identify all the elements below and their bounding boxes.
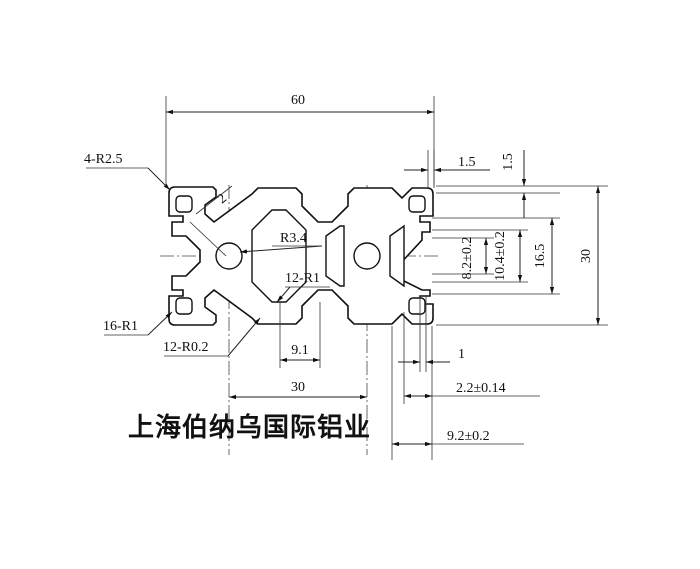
- label-wall-top-vertical: 1.5: [501, 153, 516, 171]
- label-wall-top: 1.5: [458, 155, 476, 170]
- label-outer-radius: 16-R1: [103, 319, 138, 334]
- label-pitch: 30: [291, 380, 305, 395]
- company-name: 上海伯纳乌国际铝业: [128, 413, 372, 443]
- dim-wall-top-vertical: 1.5: [436, 150, 608, 218]
- label-corner-radius: 4-R2.5: [84, 152, 123, 167]
- label-hole-radius: R3.4: [280, 231, 307, 246]
- label-overall-height: 30: [579, 249, 594, 263]
- label-slot-inner: 10.4±0.2: [493, 231, 508, 281]
- label-inner-radius: 12-R1: [285, 271, 320, 286]
- aluminium-profile: [168, 186, 434, 326]
- dim-corner-radius: 4-R2.5: [84, 152, 171, 191]
- label-wall-thickness: 2.2±0.14: [456, 381, 506, 396]
- dim-overall-height: 30: [436, 186, 608, 326]
- dim-overall-width: 60: [165, 93, 435, 186]
- label-slot-lip-depth: 9.2±0.2: [447, 429, 490, 444]
- label-slot-width: 9.1: [291, 343, 309, 358]
- label-slot-opening: 8.2±0.2: [460, 237, 475, 280]
- dim-slot-width: 9.1: [279, 302, 321, 368]
- label-overall-width: 60: [291, 93, 305, 108]
- dim-slot-vertical: 8.2±0.2 10.4±0.2 16.5: [432, 217, 560, 295]
- dim-hole-radius: R3.4: [239, 231, 323, 254]
- label-inner-radius-small: 12-R0.2: [163, 340, 209, 355]
- dim-outer-radius: 16-R1: [103, 311, 173, 336]
- dim-pitch: 30: [229, 380, 367, 400]
- dim-inner-radius: 12-R1: [276, 271, 330, 303]
- label-slot-depth: 16.5: [533, 244, 548, 269]
- dim-wall-top: 1.5: [404, 150, 490, 188]
- dim-lower-right: 1 2.2±0.14 9.2±0.2: [391, 296, 540, 460]
- dim-inner-radius-small: 12-R0.2: [163, 317, 261, 357]
- label-lip: 1: [458, 347, 465, 362]
